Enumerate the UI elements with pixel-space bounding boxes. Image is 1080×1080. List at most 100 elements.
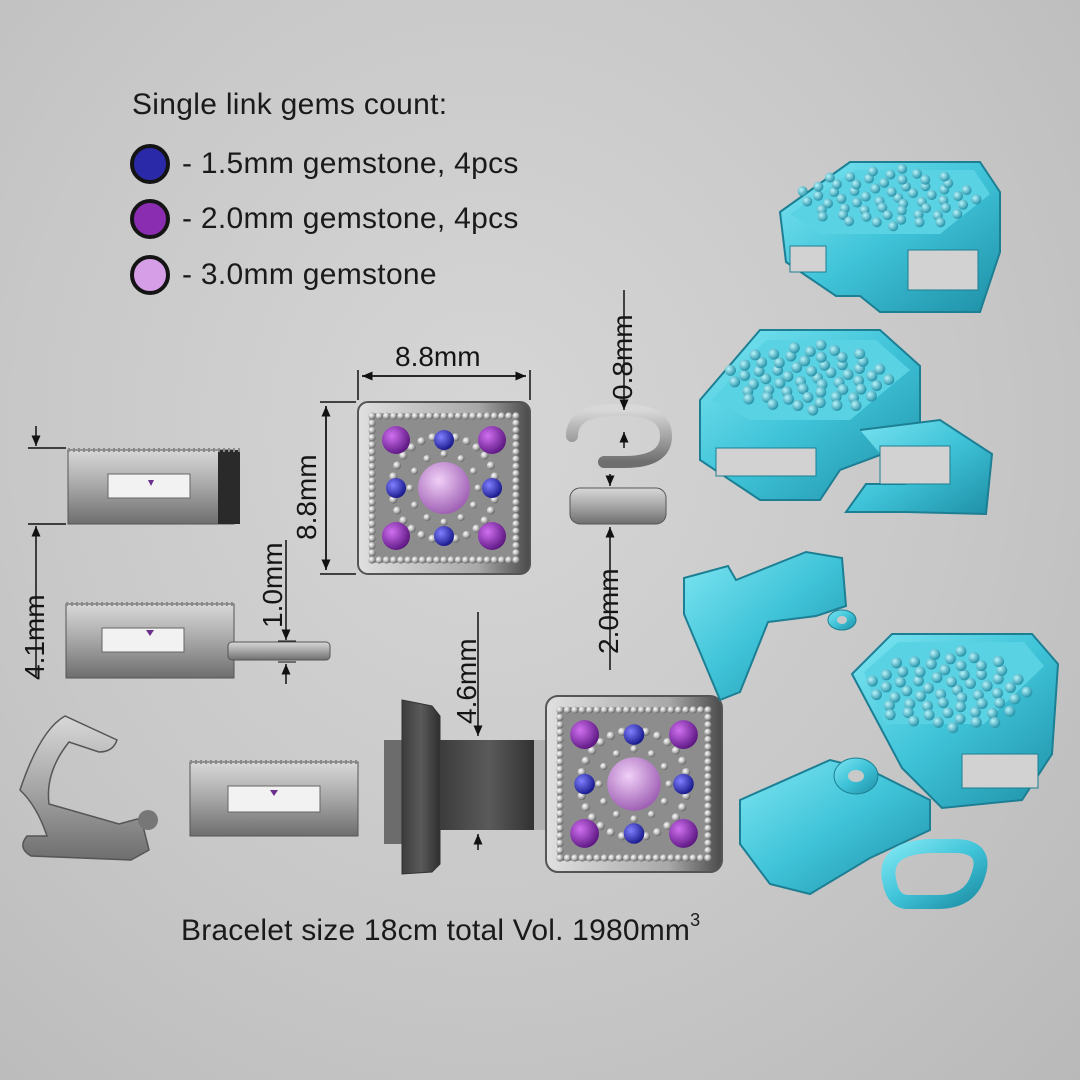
cad-bead <box>886 186 897 197</box>
clasp-depth-label: 4.6mm <box>451 638 482 724</box>
clasp-tongue <box>384 699 548 875</box>
milgrain-bead <box>556 787 564 796</box>
milgrain-bead <box>418 412 426 420</box>
cad-bead <box>855 383 867 395</box>
prong-bead <box>462 530 471 539</box>
cad-bead <box>860 191 871 202</box>
cad-bead <box>953 191 964 202</box>
milgrain-bead <box>512 470 520 478</box>
milgrain-bead <box>447 412 455 420</box>
cad-bead <box>890 657 902 669</box>
milgrain-bead <box>556 854 564 862</box>
cad-bead <box>797 186 808 197</box>
milgrain-bead <box>697 854 705 862</box>
cad-bead <box>850 400 862 412</box>
cad-bead <box>885 169 896 180</box>
prong-bead <box>480 516 489 525</box>
prong-bead <box>596 821 605 830</box>
bead-border <box>556 706 712 862</box>
model-assembly <box>739 633 1060 896</box>
model-clasp-part <box>683 550 857 702</box>
footer-superscript: 3 <box>690 910 701 930</box>
clasp-lever <box>19 715 158 861</box>
cad-bead <box>877 202 888 213</box>
cad-bead <box>958 669 970 681</box>
prong-bead <box>678 756 687 765</box>
milgrain-bead <box>704 773 712 781</box>
cad-bead <box>739 359 751 371</box>
legend-item-1.5mm: - 1.5mm gemstone, 4pcs <box>130 141 519 187</box>
prong-bead <box>486 506 495 515</box>
cad-bead <box>883 374 895 386</box>
milgrain-bead <box>454 412 462 420</box>
milgrain-bead <box>512 441 520 449</box>
cad-bead <box>767 398 779 410</box>
milgrain-bead <box>368 534 376 543</box>
milgrain-bead <box>623 854 631 862</box>
milgrain-bead <box>512 513 520 521</box>
cad-bead <box>897 174 908 185</box>
milgrain-bead <box>368 520 376 528</box>
prong-bead <box>678 803 687 812</box>
milgrain-bead <box>704 795 712 803</box>
prong-bead <box>423 455 431 463</box>
legend-label: - 2.0mm gemstone, 4pcs <box>182 202 519 235</box>
cad-bead <box>889 691 901 703</box>
cad-bead <box>854 348 866 360</box>
milgrain-bead <box>704 758 712 766</box>
cad-bead <box>912 675 924 687</box>
lilac-gem-swatch <box>130 255 170 295</box>
milgrain-bead <box>498 556 506 564</box>
milgrain-bead <box>674 854 683 862</box>
milgrain-bead <box>368 549 376 557</box>
milgrain-bead <box>368 441 376 449</box>
milgrain-bead <box>689 854 697 862</box>
milgrain-bead <box>512 419 520 427</box>
prong-bead <box>612 810 621 818</box>
cad-bead <box>923 709 935 721</box>
cad-bead <box>773 357 785 369</box>
cad-bead <box>799 355 811 367</box>
cad-bead <box>861 211 872 222</box>
cad-bead <box>975 668 987 680</box>
prong-bead <box>462 437 471 446</box>
gem-1.5mm <box>623 724 645 745</box>
cad-bead <box>749 349 761 361</box>
prong-bead <box>469 467 477 475</box>
legend-label: - 1.5mm gemstone, 4pcs <box>182 147 519 180</box>
cad-bead <box>792 399 804 411</box>
gem-1.5mm <box>434 526 454 546</box>
milgrain-bead <box>512 542 520 550</box>
dimension-ring-wall: 0.8mm <box>607 290 638 448</box>
cad-bead <box>879 177 890 188</box>
link-front-view <box>357 401 531 575</box>
cad-bead <box>888 221 899 232</box>
milgrain-bead <box>512 477 520 485</box>
milgrain-bead <box>615 706 623 714</box>
cad-bead <box>945 676 957 688</box>
milgrain-bead <box>368 542 376 550</box>
milgrain-bead <box>704 728 712 736</box>
cad-bead <box>880 669 892 681</box>
milgrain-bead <box>652 706 660 714</box>
cad-bead <box>836 351 848 363</box>
cad-bead <box>829 187 840 198</box>
milgrain-bead <box>498 412 506 420</box>
cad-bead <box>760 373 772 385</box>
dimension-tab-thickness: 1.0mm <box>257 540 296 684</box>
cad-bead <box>836 193 847 204</box>
milgrain-bead <box>556 817 564 825</box>
cad-bead <box>1012 674 1024 686</box>
prong-bead <box>665 780 673 788</box>
prong-bead <box>417 530 426 539</box>
link-front-view-bottom <box>545 695 723 873</box>
milgrain-bead <box>704 802 712 810</box>
milgrain-bead <box>571 854 579 862</box>
prong-bead <box>407 524 416 533</box>
milgrain-bead <box>440 556 448 564</box>
milgrain-bead <box>512 527 520 535</box>
gem-2.0mm <box>382 522 410 550</box>
milgrain-bead <box>704 713 712 722</box>
prong-bead <box>660 762 668 771</box>
milgrain-bead <box>704 839 712 847</box>
